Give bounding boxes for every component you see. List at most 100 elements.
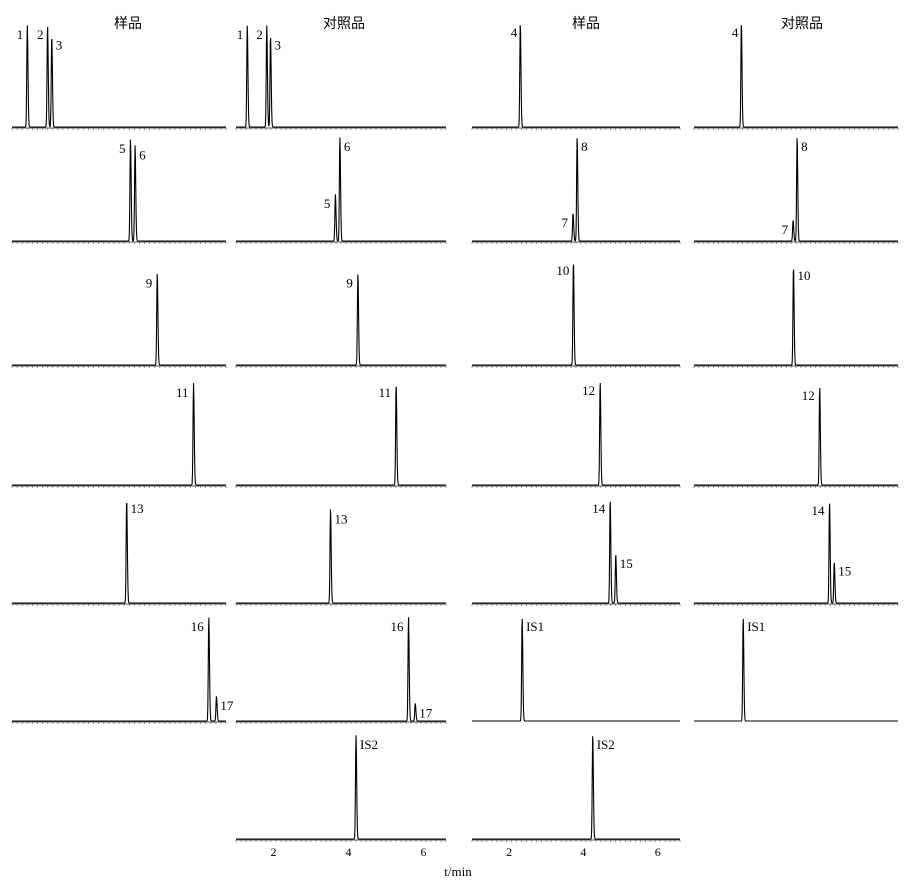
chromatogram-trace bbox=[472, 501, 680, 604]
chromatogram-trace bbox=[694, 503, 898, 604]
chromatogram-panel: IS1 bbox=[694, 618, 898, 722]
peak-label: 11 bbox=[379, 385, 392, 400]
peak-label: 5 bbox=[324, 196, 331, 211]
peak-label: 15 bbox=[620, 556, 633, 571]
chromatogram-panel: IS1 bbox=[472, 618, 680, 722]
peak-label: 11 bbox=[176, 385, 189, 400]
panel-minor-ticks bbox=[11, 366, 227, 368]
peak-label: IS2 bbox=[360, 737, 378, 752]
x-tick-label: 4 bbox=[580, 845, 586, 859]
panel-minor-ticks bbox=[693, 128, 899, 130]
chromatogram-panel: 11 bbox=[235, 385, 447, 488]
peak-label: 13 bbox=[131, 501, 144, 516]
peak-label: 8 bbox=[581, 139, 588, 154]
chromatogram-trace bbox=[12, 273, 226, 366]
peak-label: 4 bbox=[511, 25, 518, 40]
x-tick-label: 6 bbox=[421, 845, 427, 859]
column-title: 对照品 bbox=[323, 16, 365, 32]
chromatogram-trace bbox=[472, 25, 680, 128]
panel-minor-ticks bbox=[235, 366, 447, 368]
peak-label: 9 bbox=[146, 276, 153, 291]
x-tick-label: 2 bbox=[506, 845, 512, 859]
chromatogram-trace bbox=[472, 382, 680, 486]
peak-label: 17 bbox=[419, 705, 433, 720]
panel-minor-ticks bbox=[235, 604, 447, 606]
peak-label: 13 bbox=[335, 511, 348, 526]
x-axis-label: t/min bbox=[444, 864, 472, 879]
chromatogram-panel: 13 bbox=[235, 509, 447, 606]
chromatogram-trace bbox=[236, 274, 446, 366]
peak-label: 12 bbox=[802, 388, 815, 403]
panel-minor-ticks bbox=[235, 242, 447, 244]
panel-minor-ticks bbox=[471, 242, 681, 244]
panel-minor-ticks bbox=[471, 604, 681, 606]
x-tick-label: 6 bbox=[655, 845, 661, 859]
peak-label: 1 bbox=[17, 27, 24, 42]
chromatogram-panel: 14 15 bbox=[471, 501, 681, 606]
peak-label: 10 bbox=[556, 263, 569, 278]
panel-minor-ticks bbox=[11, 722, 227, 724]
chromatogram-panel: 11 bbox=[11, 383, 227, 488]
chromatogram-panel: 56 bbox=[235, 137, 447, 244]
chromatogram-trace bbox=[694, 138, 898, 242]
peak-label: 16 bbox=[191, 619, 205, 634]
peak-label: IS2 bbox=[597, 737, 615, 752]
panel-minor-ticks bbox=[693, 242, 899, 244]
chromatogram-panel: 78 bbox=[471, 138, 681, 244]
chromatogram-panel: IS2 bbox=[235, 735, 447, 842]
panel-minor-ticks bbox=[471, 840, 681, 842]
panel-minor-ticks bbox=[693, 366, 899, 368]
chromatogram-trace bbox=[12, 383, 226, 486]
chromatogram-panel: 10 bbox=[471, 263, 681, 368]
panel-minor-ticks bbox=[235, 840, 447, 842]
chromatogram-trace bbox=[694, 25, 898, 128]
peak-label: 8 bbox=[801, 139, 808, 154]
peak-label: 2 bbox=[37, 27, 44, 42]
peak-label: 14 bbox=[592, 501, 606, 516]
panel-minor-ticks bbox=[11, 604, 227, 606]
x-tick-label: 2 bbox=[271, 845, 277, 859]
column-title: 样品 bbox=[114, 16, 142, 32]
panel-minor-ticks bbox=[471, 128, 681, 130]
peak-label: 6 bbox=[344, 139, 351, 154]
peak-label: 12 bbox=[582, 383, 595, 398]
panel-minor-ticks bbox=[693, 486, 899, 488]
peak-label: 9 bbox=[346, 276, 353, 291]
chromatogram-panel: 78 bbox=[693, 138, 899, 244]
panel-minor-ticks bbox=[235, 128, 447, 130]
chromatogram-panel: 12 bbox=[471, 382, 681, 488]
chromatogram-trace bbox=[236, 137, 446, 242]
peak-label: 6 bbox=[139, 147, 146, 162]
chromatogram-panel: 4 bbox=[471, 25, 681, 130]
chromatogram-trace bbox=[236, 25, 446, 128]
column-title: 样品 bbox=[572, 16, 600, 32]
panel-minor-ticks bbox=[693, 604, 899, 606]
peak-label: IS1 bbox=[526, 619, 544, 634]
chromatogram-trace bbox=[236, 617, 446, 722]
chromatogram-panel: IS2 bbox=[471, 736, 681, 842]
chromatogram-trace bbox=[472, 736, 680, 840]
peak-label: 7 bbox=[782, 222, 789, 237]
chromatogram-trace bbox=[236, 386, 446, 486]
peak-label: 7 bbox=[562, 215, 569, 230]
peak-label: 5 bbox=[119, 141, 126, 156]
chromatogram-trace bbox=[694, 269, 898, 366]
chromatogram-panel: 4 bbox=[693, 25, 899, 130]
panel-minor-ticks bbox=[11, 242, 227, 244]
column-titles: 样品 对照品 样品 对照品 bbox=[114, 16, 823, 32]
peak-label: 14 bbox=[812, 503, 826, 518]
peak-label: IS1 bbox=[747, 619, 765, 634]
chromatogram-trace bbox=[472, 138, 680, 242]
chromatogram-trace bbox=[472, 264, 680, 366]
column-title: 对照品 bbox=[781, 16, 823, 32]
panel-minor-ticks bbox=[471, 366, 681, 368]
chromatogram-trace bbox=[12, 617, 226, 722]
peak-label: 17 bbox=[220, 698, 234, 713]
